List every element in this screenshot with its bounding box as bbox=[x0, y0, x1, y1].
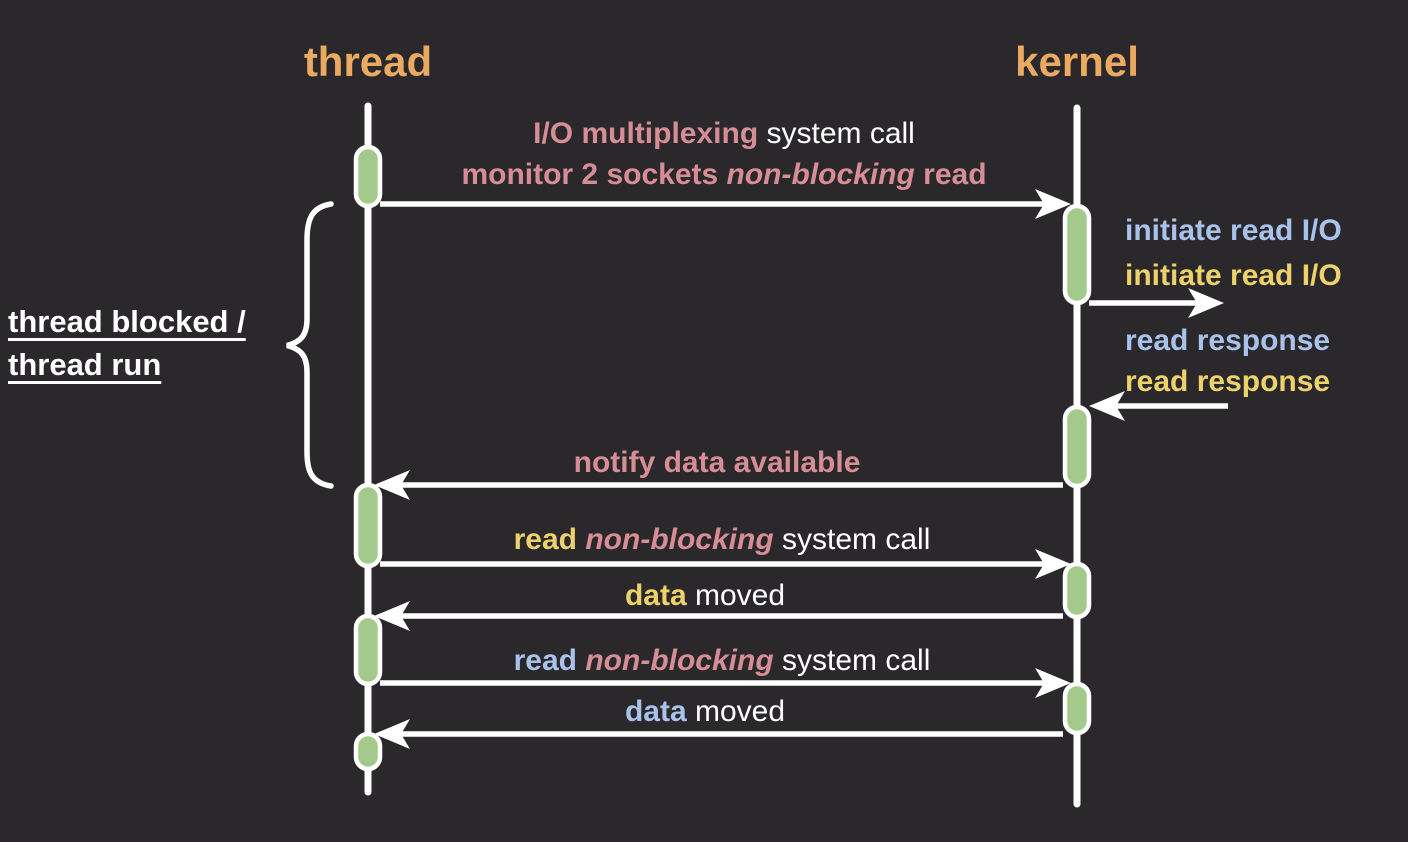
label-segment: initiate read I/O bbox=[1125, 214, 1342, 247]
thread-activation-bar bbox=[353, 144, 383, 209]
blocked-note-text1: thread blocked / bbox=[8, 304, 246, 339]
initiate-read-labels: initiate read I/O initiate read I/O bbox=[1125, 208, 1342, 298]
arrow-multiplexing-call bbox=[380, 189, 1071, 219]
arrow-read-call-2 bbox=[380, 668, 1071, 698]
kernel-activation-bar bbox=[1062, 404, 1092, 489]
label-segment: system call bbox=[773, 523, 931, 556]
label-segment: non-blocking bbox=[585, 523, 774, 556]
label-segment: notify data available bbox=[573, 446, 861, 479]
label-segment: non-blocking bbox=[726, 158, 915, 191]
thread-activation-bar bbox=[353, 613, 383, 687]
notify-label: notify data available bbox=[574, 447, 861, 478]
label-segment: moved bbox=[694, 579, 786, 612]
label-segment: read bbox=[513, 644, 586, 677]
arrow-read-response bbox=[1089, 391, 1228, 421]
actor-label-kernel: kernel bbox=[1015, 38, 1139, 85]
initiate-read-line1: initiate read I/O bbox=[1125, 208, 1342, 253]
blocked-note-line2: thread run bbox=[8, 343, 246, 386]
blocked-note-line1: thread blocked / bbox=[8, 300, 246, 343]
arrow-data-moved-1 bbox=[374, 601, 1063, 631]
label-segment: monitor 2 sockets bbox=[461, 158, 727, 191]
read-call-2-label: read non-blocking system call bbox=[514, 645, 931, 676]
msg-multiplexing-label: I/O multiplexing system call monitor 2 s… bbox=[461, 113, 986, 195]
label-segment: data bbox=[624, 695, 695, 728]
arrow-data-moved-2 bbox=[374, 719, 1063, 749]
msg-multiplexing-line1: I/O multiplexing system call bbox=[461, 113, 986, 154]
blocked-note: thread blocked / thread run bbox=[8, 300, 246, 386]
read-response-line2: read response bbox=[1125, 361, 1330, 402]
blocked-note-text2: thread run bbox=[8, 347, 162, 382]
msg-multiplexing-line2: monitor 2 sockets non-blocking read bbox=[461, 154, 986, 195]
kernel-activation-bar bbox=[1062, 681, 1092, 736]
label-segment: read bbox=[513, 523, 586, 556]
label-segment: read response bbox=[1125, 324, 1331, 357]
kernel-activation-bar bbox=[1062, 203, 1092, 306]
data-moved-2-label: data moved bbox=[625, 696, 785, 727]
label-segment: read response bbox=[1125, 365, 1331, 398]
label-segment: system call bbox=[773, 644, 931, 677]
thread-activation-bar bbox=[353, 731, 383, 772]
arrow-initiate-read bbox=[1089, 288, 1224, 318]
kernel-activation-bar bbox=[1062, 561, 1092, 620]
label-segment: system call bbox=[766, 117, 915, 150]
arrow-notify bbox=[374, 470, 1063, 500]
thread-activation-bar bbox=[353, 482, 383, 569]
label-segment: moved bbox=[694, 695, 786, 728]
blocked-brace bbox=[286, 201, 334, 489]
initiate-read-line2: initiate read I/O bbox=[1125, 253, 1342, 298]
read-response-labels: read response read response bbox=[1125, 320, 1330, 402]
arrow-read-call-1 bbox=[380, 549, 1071, 579]
label-segment: initiate read I/O bbox=[1125, 259, 1342, 292]
label-segment: data bbox=[624, 579, 695, 612]
label-segment: non-blocking bbox=[585, 644, 774, 677]
read-call-1-label: read non-blocking system call bbox=[514, 524, 931, 555]
read-response-line1: read response bbox=[1125, 320, 1330, 361]
data-moved-1-label: data moved bbox=[625, 580, 785, 611]
label-segment: read bbox=[914, 158, 987, 191]
actor-label-thread: thread bbox=[303, 38, 433, 85]
label-segment: I/O multiplexing bbox=[533, 117, 767, 150]
